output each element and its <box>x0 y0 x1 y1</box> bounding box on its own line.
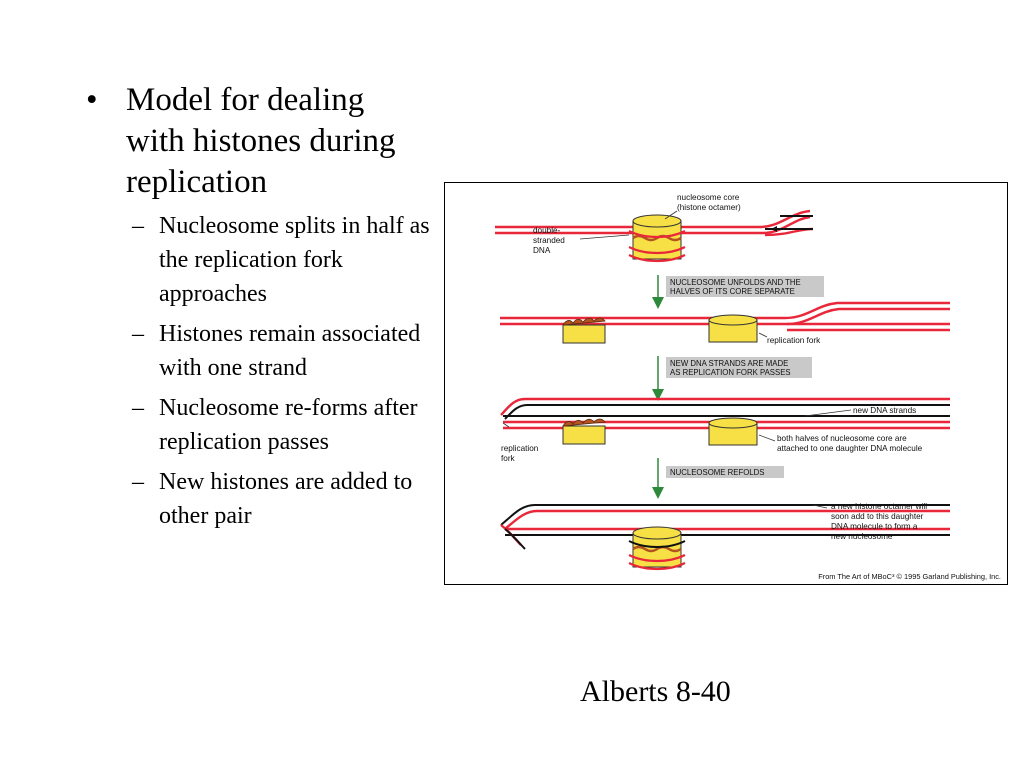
label-double-stranded: double- <box>533 226 561 235</box>
step-box <box>666 276 824 297</box>
step-2-text: AS REPLICATION FORK PASSES <box>670 368 791 377</box>
row-4-refolded-nucleosome <box>500 504 950 571</box>
parental-strand <box>500 397 950 416</box>
step-box <box>666 466 784 478</box>
label-replication-fork: replication <box>501 444 539 453</box>
leader-line <box>758 332 768 338</box>
wrapped-dna <box>628 254 686 263</box>
dash-glyph: – <box>132 213 144 239</box>
sub-bullet-text: Histones remain associated with one stra… <box>159 321 421 381</box>
histone-half-top <box>708 314 758 326</box>
leader-line <box>812 504 828 509</box>
wrapped-dna <box>628 230 686 239</box>
bullet-list: • Model for dealing with histones during… <box>86 80 431 539</box>
step-2-text: NEW DNA STRANDS ARE MADE <box>670 359 788 368</box>
wrapped-dna <box>628 540 686 548</box>
histone-top <box>632 214 682 228</box>
leader-line <box>579 234 630 240</box>
new-strand <box>500 504 950 526</box>
label-nucleosome-core: nucleosome core <box>677 193 740 202</box>
parental-strand <box>500 301 950 320</box>
leader-line <box>758 434 776 442</box>
sub-bullet: – New histones are added to other pair <box>132 465 431 533</box>
label-new-octamer: a new histone octamer will <box>831 502 927 511</box>
leader-line <box>664 210 678 220</box>
sub-bullet: – Histones remain associated with one st… <box>132 317 431 385</box>
label-replication-fork: replication fork <box>767 336 821 345</box>
sub-bullet: – Nucleosome re-forms after replication … <box>132 391 431 459</box>
histone-top <box>632 526 682 540</box>
row-3-new-strands <box>500 397 950 446</box>
wrapped-dna <box>628 246 686 255</box>
histone-half <box>562 324 606 344</box>
dash-glyph: – <box>132 395 144 421</box>
label-new-octamer: soon add to this daughter <box>831 512 924 521</box>
strand-arrowhead <box>771 226 777 232</box>
sub-bullet-text: Nucleosome splits in half as the replica… <box>159 213 430 307</box>
new-strand <box>504 528 526 550</box>
row-2-split-nucleosome <box>500 301 950 344</box>
histone-half-top <box>562 317 606 326</box>
wrapped-dna <box>628 554 686 563</box>
histone-half <box>562 425 606 445</box>
label-new-octamer: DNA molecule to form a <box>831 522 918 531</box>
histone-half-top <box>562 418 606 427</box>
dash-glyph: – <box>132 469 144 495</box>
row-1-intact-nucleosome <box>495 209 814 263</box>
step-box <box>666 357 812 378</box>
sub-bullet-text: Nucleosome re-forms after replication pa… <box>159 395 418 455</box>
label-new-dna-strands: new DNA strands <box>853 406 916 415</box>
label-both-halves: both halves of nucleosome core are <box>777 434 907 443</box>
step-1-text: NUCLEOSOME UNFOLDS AND THE <box>670 278 801 287</box>
figure-credit: From The Art of MBoC³ © 1995 Garland Pub… <box>818 572 1001 581</box>
main-bullet-text: Model for dealing with histones during r… <box>126 82 396 200</box>
label-both-halves: attached to one daughter DNA molecule <box>777 444 923 453</box>
figure-svg: nucleosome core (histone octamer) double… <box>495 193 1001 581</box>
sub-bullet: – Nucleosome splits in half as the repli… <box>132 209 431 311</box>
wrapped-dna <box>628 562 686 571</box>
histone-half-top <box>708 417 758 429</box>
histone-band <box>632 545 682 553</box>
dash-glyph: – <box>132 321 144 347</box>
label-replication-fork: fork <box>501 454 516 463</box>
leader-line <box>502 422 510 428</box>
figure-caption: Alberts 8-40 <box>580 675 731 708</box>
step-3-text: NUCLEOSOME REFOLDS <box>670 468 764 477</box>
sub-bullet-list: – Nucleosome splits in half as the repli… <box>86 209 431 533</box>
sub-bullet-text: New histones are added to other pair <box>159 469 413 529</box>
parental-strand <box>495 209 811 229</box>
replication-figure: nucleosome core (histone octamer) double… <box>444 182 1008 585</box>
step-1-text: HALVES OF ITS CORE SEPARATE <box>670 287 795 296</box>
parental-strand <box>504 509 950 530</box>
new-strand <box>504 404 950 420</box>
label-double-stranded: DNA <box>533 246 551 255</box>
parental-strand <box>495 215 811 235</box>
leader-line <box>804 409 852 417</box>
label-new-octamer: new nucleosome <box>831 532 893 541</box>
label-histone-octamer: (histone octamer) <box>677 203 741 212</box>
main-bullet: • Model for dealing with histones during… <box>86 80 431 203</box>
bullet-glyph: • <box>86 82 98 118</box>
label-double-stranded: stranded <box>533 236 565 245</box>
